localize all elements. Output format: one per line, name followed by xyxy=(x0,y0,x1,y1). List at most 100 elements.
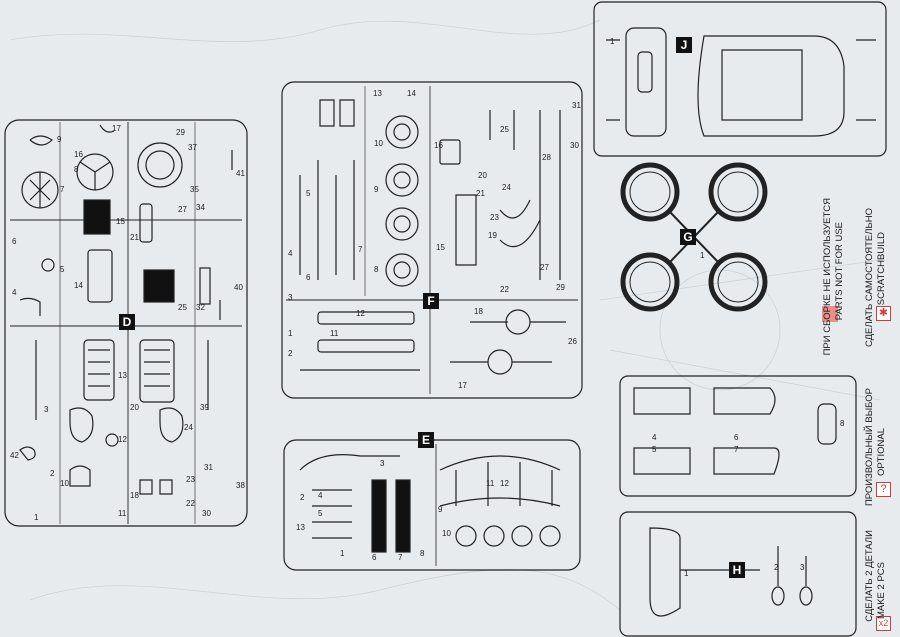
part-number: 21 xyxy=(476,189,485,198)
part-number: 39 xyxy=(200,403,209,412)
background-sketch xyxy=(9,19,881,611)
scratchbuild-asterisk-icon: ✱ xyxy=(876,306,891,321)
part-number: 32 xyxy=(196,303,205,312)
part-number: 3 xyxy=(800,563,805,572)
part-number: 4 xyxy=(288,249,293,258)
sprue-tag-g: G xyxy=(680,229,696,245)
part-number: 11 xyxy=(330,329,339,338)
part-number: 2 xyxy=(300,493,305,502)
sprue-f xyxy=(281,81,583,399)
part-number: 18 xyxy=(474,307,483,316)
part-number: 14 xyxy=(407,89,416,98)
part-number: 7 xyxy=(398,553,403,562)
part-number: 6 xyxy=(372,553,377,562)
part-number: 18 xyxy=(130,491,139,500)
part-number: 10 xyxy=(60,479,69,488)
part-number: 19 xyxy=(488,231,497,240)
part-number: 30 xyxy=(570,141,579,150)
part-number: 1 xyxy=(684,569,689,578)
part-number: 9 xyxy=(57,135,62,144)
part-number: 4 xyxy=(318,491,323,500)
legend-optional-ru: ПРОИЗВОЛЬНЫЙ ВЫБОР xyxy=(864,388,875,507)
part-number: 35 xyxy=(190,185,199,194)
x2-icon: x2 xyxy=(876,616,891,631)
part-number: 31 xyxy=(204,463,213,472)
part-number: 7 xyxy=(60,185,65,194)
sprue-d-numbers: 9 16 17 29 37 35 15 21 27 34 41 7 6 5 4 … xyxy=(10,124,245,522)
part-number: 14 xyxy=(74,281,83,290)
part-number: 5 xyxy=(652,445,657,454)
part-number: 10 xyxy=(374,139,383,148)
part-number: 42 xyxy=(10,451,19,460)
sprue-j xyxy=(593,1,887,157)
sprue-tag-e: E xyxy=(418,432,434,448)
part-number: 13 xyxy=(118,371,127,380)
part-number: 3 xyxy=(288,293,293,302)
part-number: 16 xyxy=(74,150,83,159)
part-number: 9 xyxy=(438,505,443,514)
part-number: 40 xyxy=(234,283,243,292)
part-number: 1 xyxy=(288,329,293,338)
part-number: 21 xyxy=(130,233,139,242)
sprue-tag-j: J xyxy=(676,37,692,53)
part-number: 24 xyxy=(184,423,193,432)
part-number: 8 xyxy=(74,165,79,174)
sprue-tag-f: F xyxy=(423,293,439,309)
legend-scratchbuild-ru: СДЕЛАТЬ САМОСТОЯТЕЛЬНО xyxy=(864,208,875,348)
part-number: 6 xyxy=(306,273,311,282)
part-number: 1 xyxy=(610,37,615,46)
part-number: 29 xyxy=(556,283,565,292)
part-number: 23 xyxy=(490,213,499,222)
part-number: 16 xyxy=(434,141,443,150)
part-number: 38 xyxy=(236,481,245,490)
part-number: 3 xyxy=(44,405,49,414)
part-number: 17 xyxy=(458,381,467,390)
part-number: 11 xyxy=(486,479,495,488)
part-number: 2 xyxy=(50,469,55,478)
part-number: 6 xyxy=(12,237,17,246)
part-number: 5 xyxy=(306,189,311,198)
sprue-tag-h: H xyxy=(729,562,745,578)
part-number: 25 xyxy=(500,125,509,134)
part-number: 13 xyxy=(373,89,382,98)
part-number: 17 xyxy=(112,124,121,133)
part-number: 6 xyxy=(734,433,739,442)
legend-make-two-ru: СДЕЛАТЬ 2 ДЕТАЛИ xyxy=(864,530,875,622)
legend-make-two-en: MAKE 2 PCS xyxy=(876,562,887,620)
part-number: 8 xyxy=(420,549,425,558)
part-number: 23 xyxy=(186,475,195,484)
part-number: 27 xyxy=(540,263,549,272)
part-number: 9 xyxy=(374,185,379,194)
sprue-e-numbers: 2 4 5 13 1 6 7 8 9 10 11 12 3 xyxy=(296,459,509,562)
part-number: 1 xyxy=(340,549,345,558)
part-number: 3 xyxy=(380,459,385,468)
part-number: 37 xyxy=(188,143,197,152)
question-icon: ? xyxy=(876,482,891,497)
part-number: 22 xyxy=(186,499,195,508)
part-number: 24 xyxy=(502,183,511,192)
part-number: 31 xyxy=(572,101,581,110)
part-number: 2 xyxy=(288,349,293,358)
part-number: 20 xyxy=(478,171,487,180)
part-number: 15 xyxy=(436,243,445,252)
part-number: 22 xyxy=(500,285,509,294)
part-number: 20 xyxy=(130,403,139,412)
sprue-g-numbers: 1 xyxy=(700,251,705,260)
part-number: 7 xyxy=(358,245,363,254)
part-number: 13 xyxy=(296,523,305,532)
part-number: 27 xyxy=(178,205,187,214)
legend-not-for-use-en-text: PARTS NOT FOR USE xyxy=(834,222,845,321)
part-number: 12 xyxy=(356,309,365,318)
part-number: 4 xyxy=(12,288,17,297)
part-number: 2 xyxy=(774,563,779,572)
part-number: 12 xyxy=(118,435,127,444)
part-number: 34 xyxy=(196,203,205,212)
sprue-tag-d: D xyxy=(119,314,135,330)
part-number: 5 xyxy=(60,265,65,274)
sprue-h-numbers: 1 2 3 4 5 6 7 8 xyxy=(652,419,845,578)
part-number: 11 xyxy=(118,509,127,518)
part-number: 1 xyxy=(700,251,705,260)
part-number: 26 xyxy=(568,337,577,346)
legend-scratchbuild-en: SCRATCHBUILD xyxy=(876,232,887,306)
